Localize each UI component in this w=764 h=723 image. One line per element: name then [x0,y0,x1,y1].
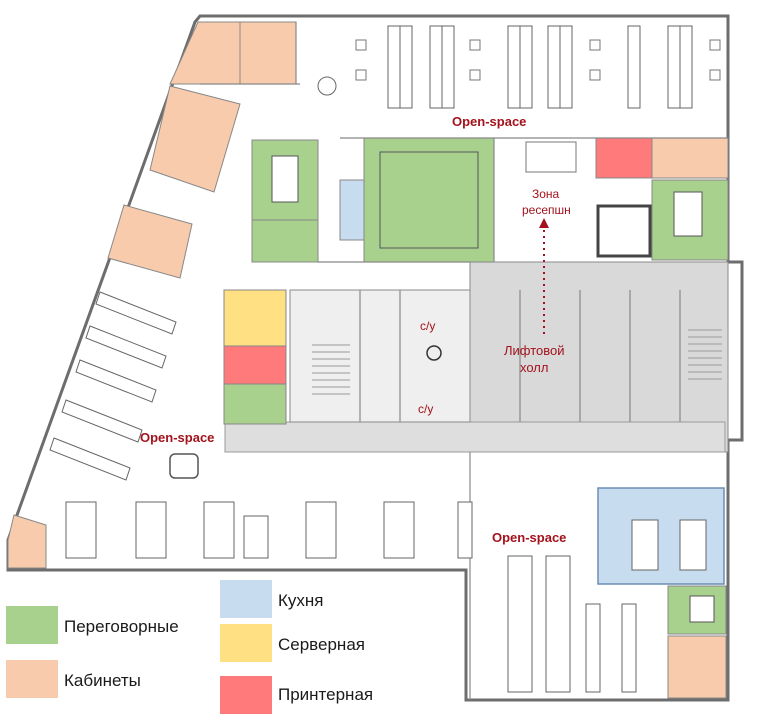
meeting-tables [271,151,715,623]
legend: Переговорные Кабинеты Кухня Серверная Пр… [6,580,373,714]
office-room [667,635,727,699]
open-space-label-top: Open-space [452,114,526,129]
reception-desk [525,141,577,173]
elevator-hall-label-line1: Лифтовой [504,343,565,358]
server-room [223,289,287,347]
elevator-hall-label-line2: холл [520,360,548,375]
desk-group-left [49,291,177,481]
desk-group-top [387,25,693,109]
open-space-label-right: Open-space [492,530,566,545]
office-room [239,21,297,85]
office-room [149,85,241,193]
legend-swatch-kitchen [220,580,272,618]
stairs [312,329,722,395]
legend-label-server: Серверная [278,635,365,654]
printer-room [595,137,653,179]
printer-room [223,345,287,385]
wc-label-bottom: с/у [418,402,433,416]
legend-swatch-meeting [6,606,58,644]
wc-block [289,289,471,423]
office-room [651,137,729,179]
legend-label-kitchen: Кухня [278,591,324,610]
office-room [107,204,193,279]
open-space-label-left: Open-space [140,430,214,445]
meeting-room [251,219,319,263]
meeting-room [223,383,287,425]
meeting-room-large [363,137,495,263]
desk-group-right [507,555,637,693]
office-room [7,514,47,569]
reception-label-line2: ресепшн [522,203,571,217]
legend-swatch-office [6,660,58,698]
kitchen-tables [631,519,707,571]
legend-label-printer: Принтерная [278,685,373,704]
round-table [317,76,337,96]
lounge-sofa [169,453,199,479]
desk-group-bottom [65,501,473,559]
wardrobe [596,204,652,258]
office-room [169,21,241,85]
legend-swatch-server [220,624,272,662]
reception-arrow-head [539,218,549,228]
wc-label-top: с/у [420,319,435,333]
legend-swatch-printer [220,676,272,714]
chairs-top [355,39,721,81]
accessible-icon [426,345,442,361]
corridor [224,421,726,453]
core-zone [469,261,729,453]
kitchen-counter [339,179,365,241]
legend-label-meeting: Переговорные [64,617,179,636]
legend-label-office: Кабинеты [64,671,141,690]
reception-label-line1: Зона [532,187,560,201]
partitions [200,22,728,700]
